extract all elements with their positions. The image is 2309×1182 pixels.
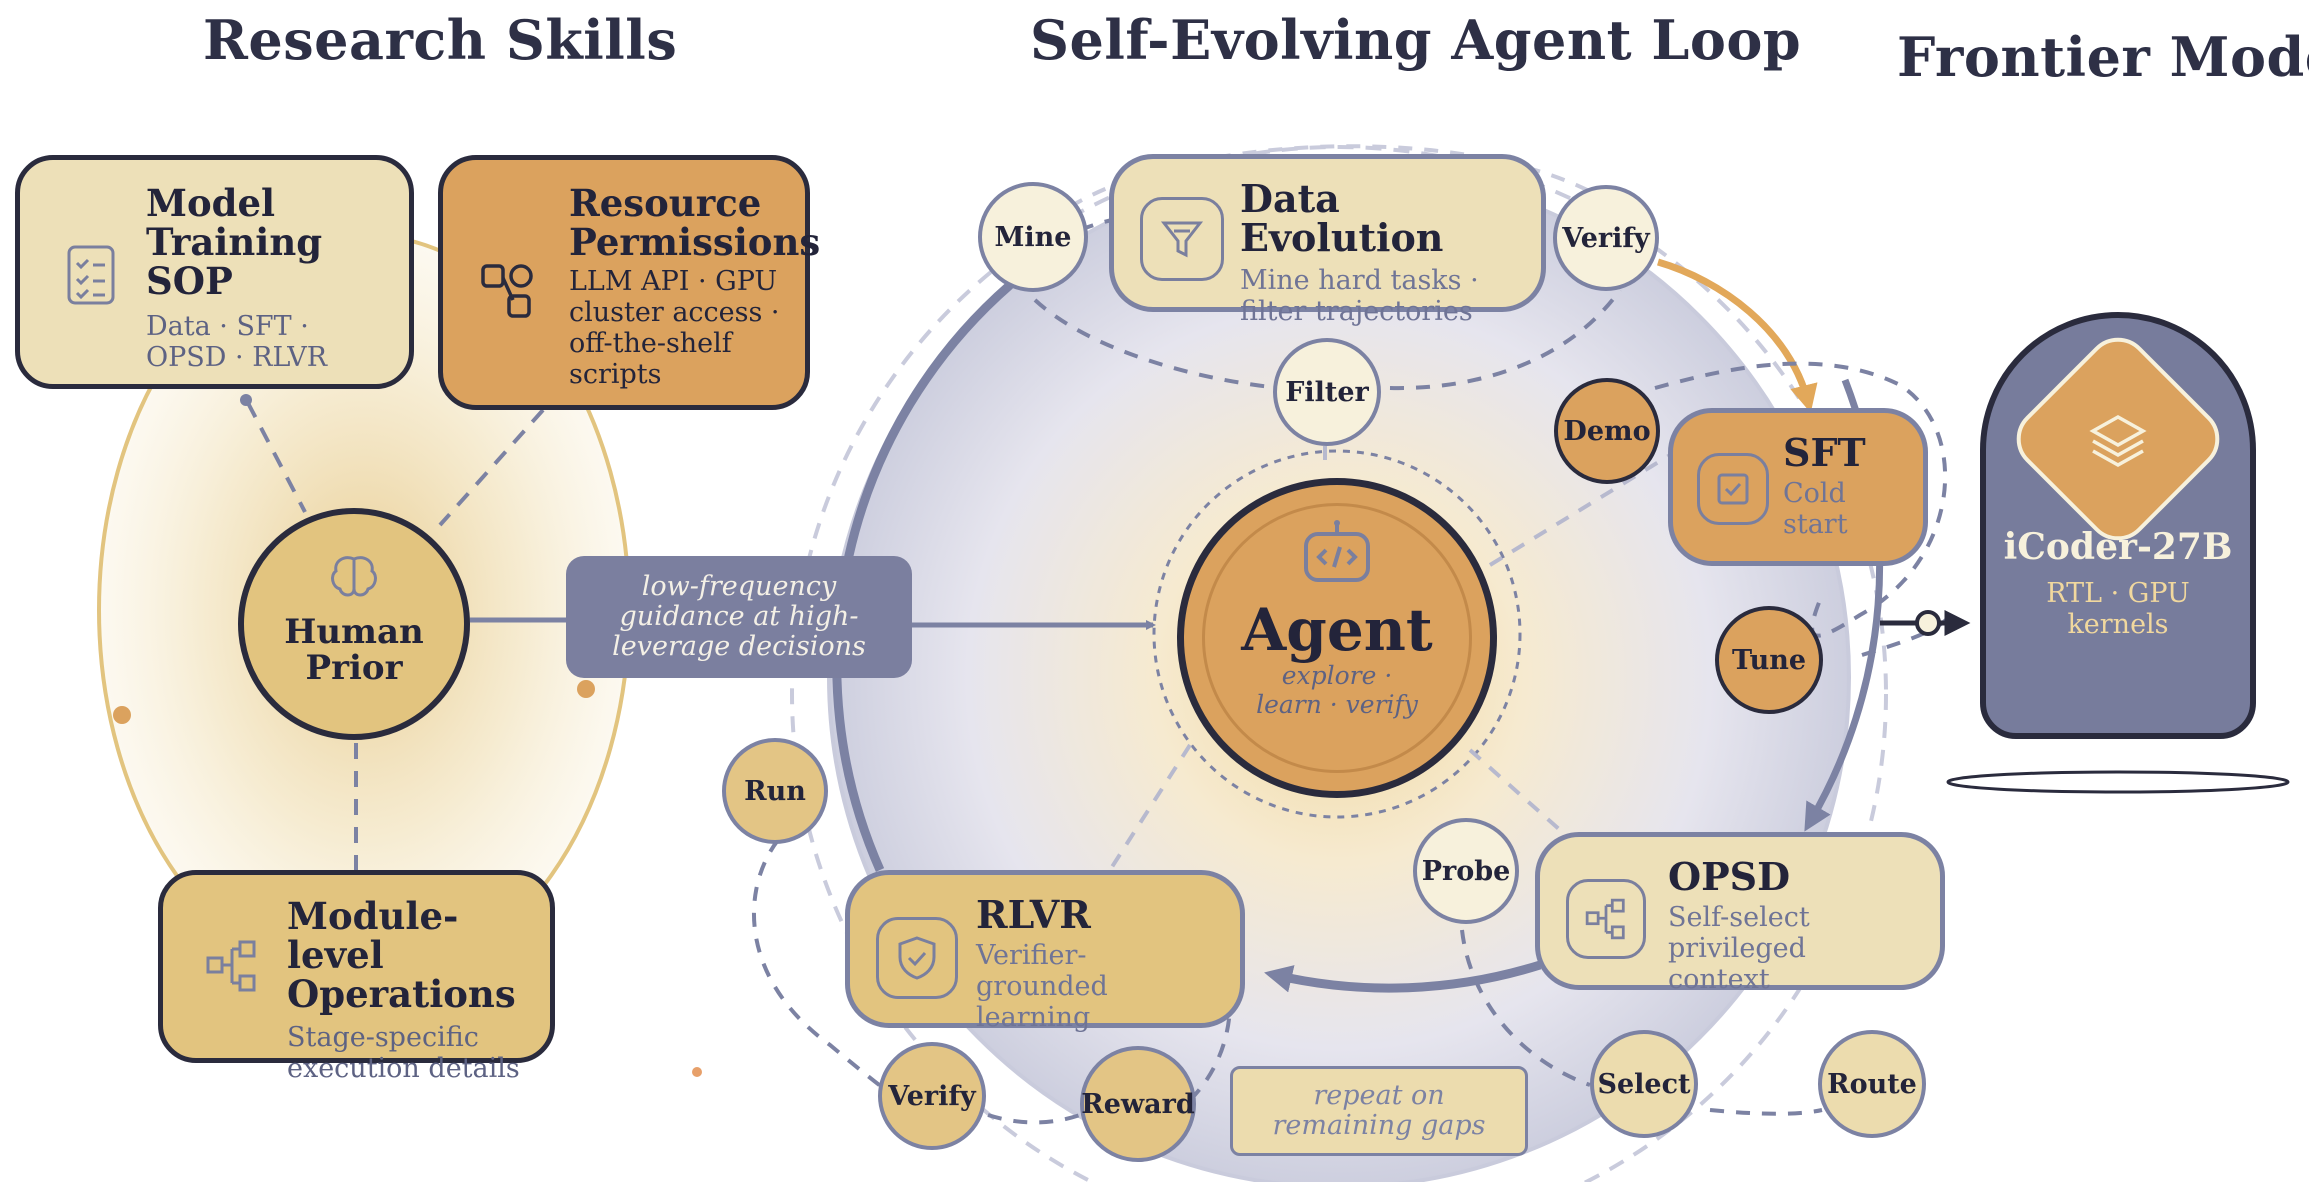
node-reward: Reward [1080,1046,1196,1162]
node-route: Route [1818,1030,1926,1138]
model-subtitle: RTL · GPU kernels [2046,578,2190,640]
opsd-title: OPSD [1668,854,1791,899]
funnel-icon [1140,197,1224,281]
agent-subtitle: explore · learn · verify [1256,660,1418,719]
sft-title: SFT [1783,430,1866,475]
node-run: Run [722,738,828,844]
check-square-icon [1697,453,1769,525]
model-name: iCoder-27B [2003,526,2233,568]
rlvr-title: RLVR [976,892,1091,937]
node-demo: Demo [1554,378,1660,484]
node-verify-top: Verify [1553,185,1659,291]
layers-icon [2082,406,2154,478]
repeat-label: repeat on remaining gaps [1230,1066,1528,1156]
nodes-icon [475,256,545,326]
sft-subtitle: Cold start [1783,478,1848,540]
node-filter: Filter [1273,338,1381,446]
rlvr-subtitle: Verifier-grounded learning [976,940,1108,1033]
shield-check-icon [876,917,958,999]
checklist-icon [56,240,126,310]
sop-card: Model Training SOP Data · SFT · OPSD · R… [15,155,414,389]
node-select: Select [1590,1030,1698,1138]
node-probe: Probe [1413,818,1519,924]
opsd-card: OPSD Self-select privileged context [1535,832,1945,995]
sop-title: Model Training SOP [146,181,323,303]
agent-node: Agent explore · learn · verify [1177,478,1497,798]
heading-research-skills: Research Skills [203,8,678,72]
sft-card: SFT Cold start [1668,408,1928,566]
model-card: iCoder-27B RTL · GPU kernels [1980,312,2256,739]
hierarchy-icon [1566,879,1646,959]
hierarchy-icon [197,931,267,1001]
module-title: Module-level Operations [287,894,516,1016]
resources-card: Resource Permissions LLM API · GPU clust… [438,155,821,410]
resources-title: Resource Permissions [569,181,821,264]
sop-subtitle: Data · SFT · OPSD · RLVR [146,311,328,373]
agent-title: Agent [1241,595,1433,664]
human-prior-title: Human Prior [284,611,424,688]
module-subtitle: Stage-specific execution details [287,1022,520,1084]
node-mine: Mine [978,182,1088,292]
guidance-label: low-frequency guidance at high-leverage … [566,556,912,678]
module-card: Module-level Operations Stage-specific e… [158,870,555,1084]
opsd-subtitle: Self-select privileged context [1668,902,1810,995]
node-tune: Tune [1715,606,1823,714]
heading-frontier-model: Frontier Model [1897,25,2309,89]
heading-agent-loop: Self-Evolving Agent Loop [1030,8,1802,72]
data-evolution-subtitle: Mine hard tasks · filter trajectories [1240,265,1479,327]
node-verify-bottom: Verify [878,1042,986,1150]
resources-subtitle: LLM API · GPU cluster access · off-the-s… [569,266,780,390]
data-evolution-card: Data Evolution Mine hard tasks · filter … [1109,154,1546,327]
human-prior-node: Human Prior [238,508,470,740]
data-evolution-title: Data Evolution [1240,176,1444,260]
brain-icon [328,553,380,606]
rlvr-card: RLVR Verifier-grounded learning [845,870,1245,1033]
